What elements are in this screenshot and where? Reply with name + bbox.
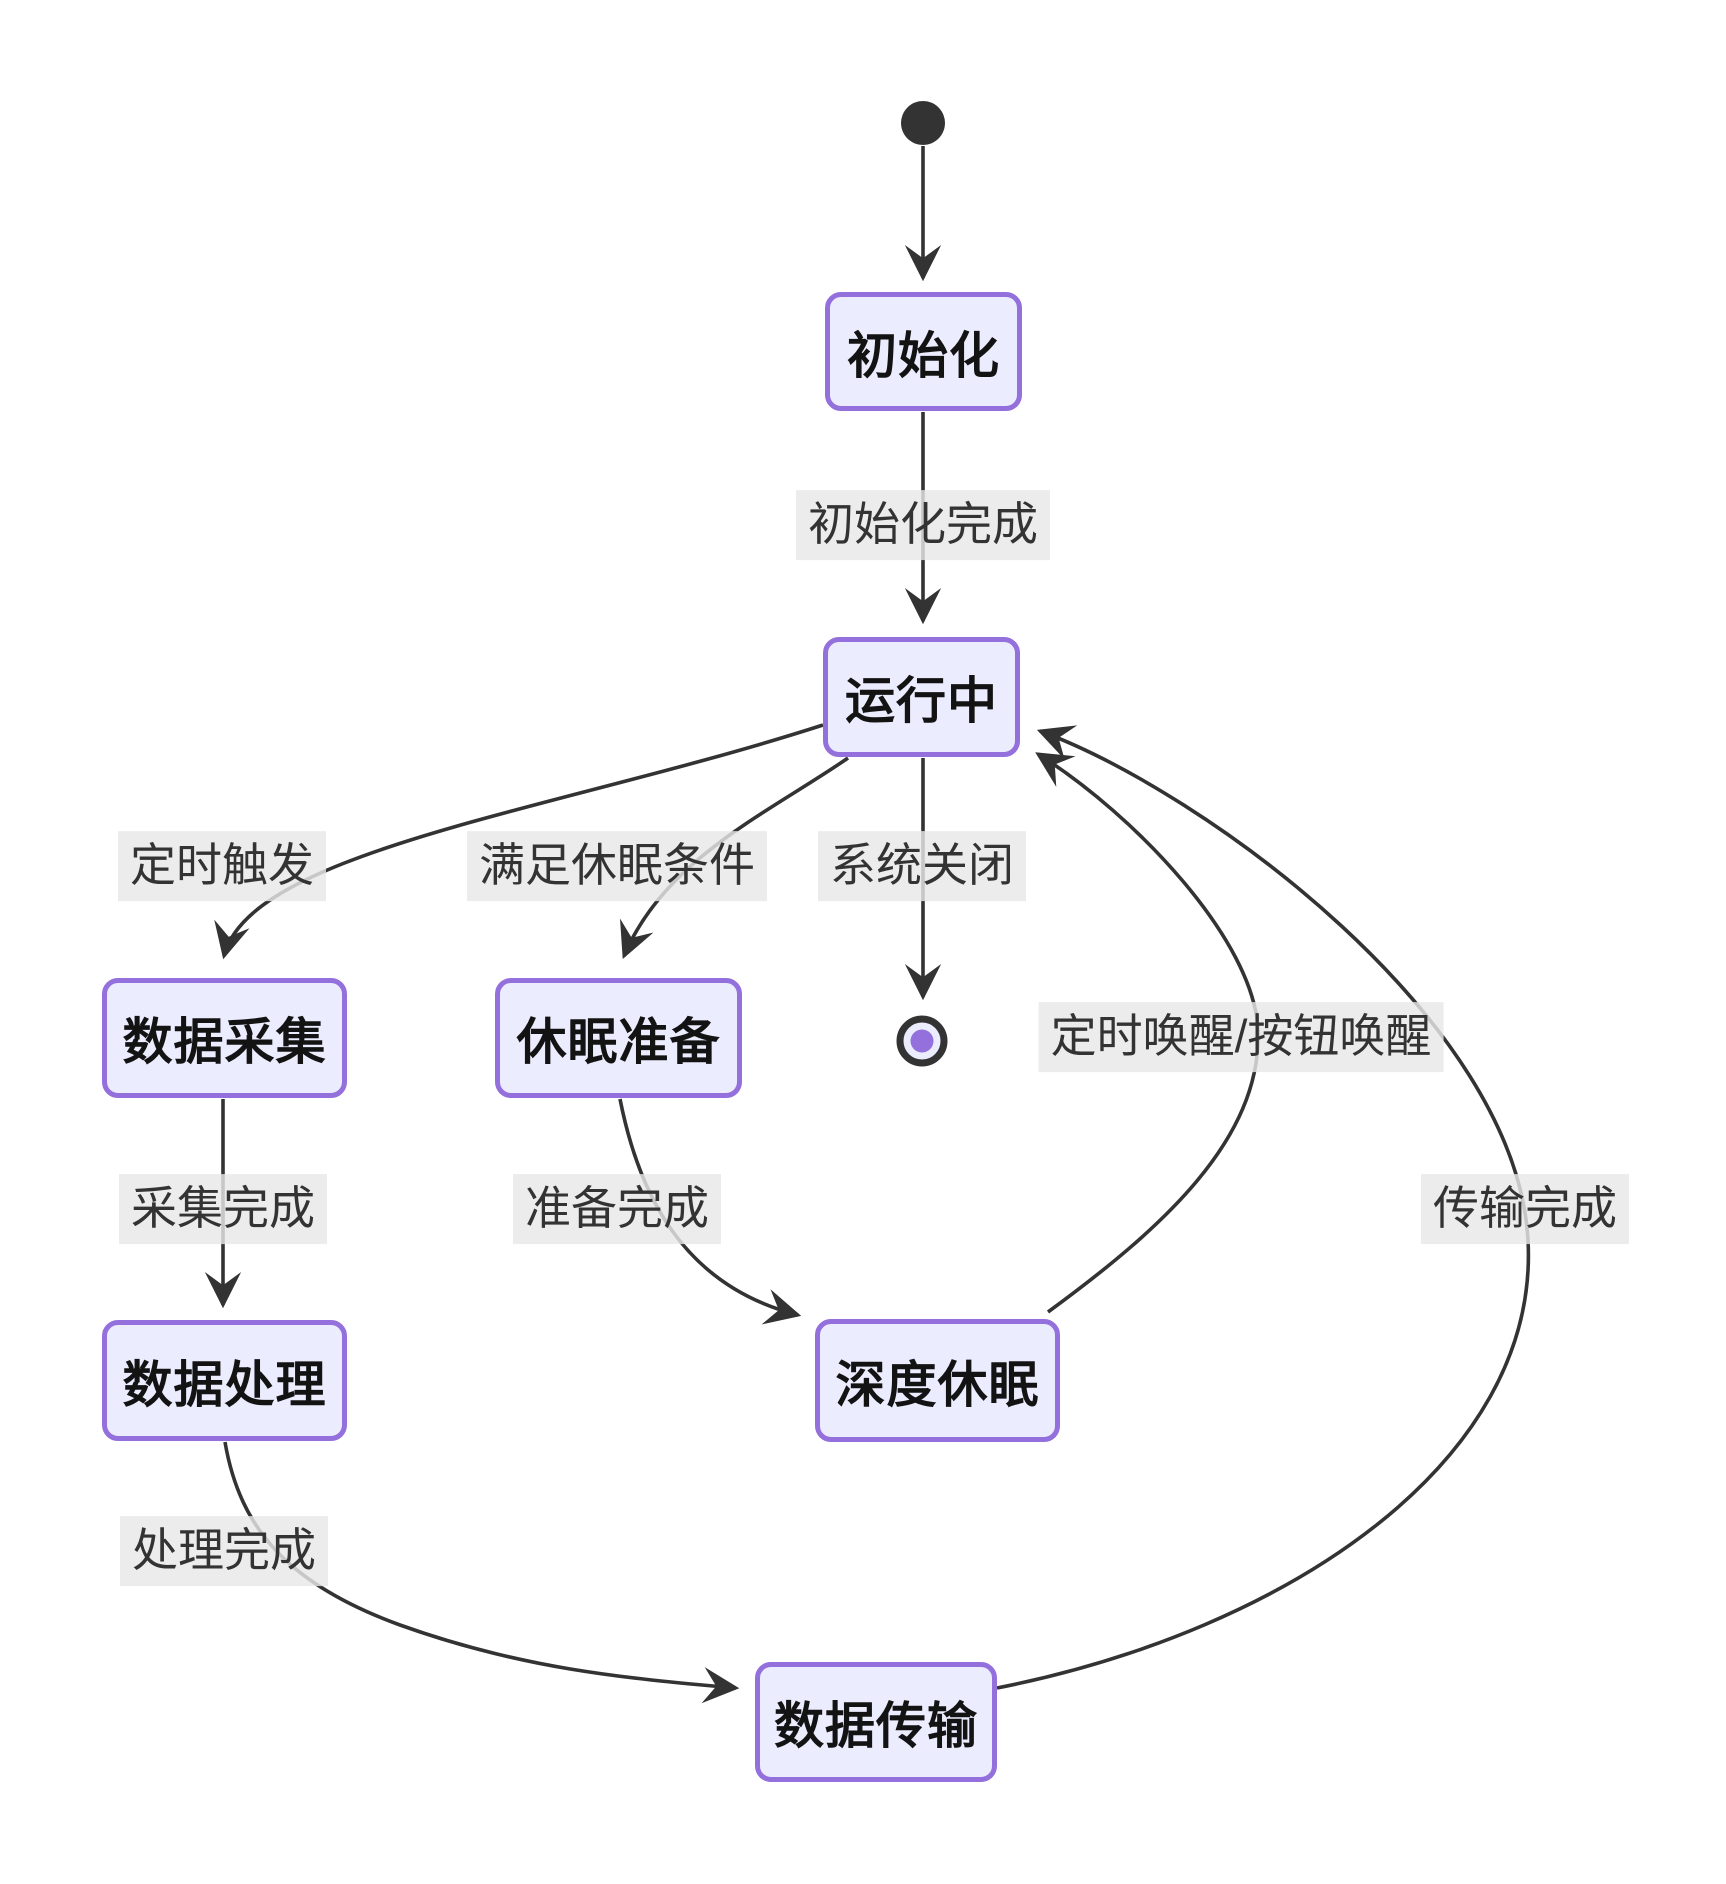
state-data-collect: 数据采集 <box>102 978 347 1098</box>
edge-label-process-complete: 处理完成 <box>120 1516 328 1586</box>
state-data-process-label: 数据处理 <box>122 1356 327 1413</box>
edge-label-prep-complete: 准备完成 <box>513 1174 721 1244</box>
state-data-process: 数据处理 <box>102 1320 347 1441</box>
state-deep-sleep-label: 深度休眠 <box>835 1356 1040 1413</box>
state-deep-sleep: 深度休眠 <box>815 1319 1060 1442</box>
edge-label-sleep-condition-met: 满足休眠条件 <box>467 831 767 901</box>
state-data-transmit-label: 数据传输 <box>774 1698 978 1754</box>
state-running: 运行中 <box>823 637 1020 757</box>
initial-state-dot <box>901 101 945 145</box>
state-sleep-prep-label: 休眠准备 <box>516 1014 721 1070</box>
state-data-collect-label: 数据采集 <box>122 1014 327 1070</box>
state-data-transmit: 数据传输 <box>755 1662 997 1782</box>
edge-label-system-shutdown: 系统关闭 <box>818 831 1026 901</box>
final-state-inner-dot <box>910 1029 934 1053</box>
edge-running-data-collect <box>214 723 824 960</box>
state-init-label: 初始化 <box>847 327 1000 384</box>
state-init: 初始化 <box>825 292 1022 411</box>
final-state <box>896 1015 948 1067</box>
edge-label-init-complete: 初始化完成 <box>796 490 1050 560</box>
edge-label-collect-complete: 采集完成 <box>119 1174 327 1244</box>
edge-label-timer-or-button-wake: 定时唤醒/按钮唤醒 <box>1038 1002 1444 1072</box>
edge-label-timer-trigger: 定时触发 <box>118 831 326 901</box>
state-sleep-prep: 休眠准备 <box>495 978 742 1098</box>
state-running-label: 运行中 <box>845 673 998 729</box>
edge-label-transmit-complete: 传输完成 <box>1421 1174 1629 1244</box>
